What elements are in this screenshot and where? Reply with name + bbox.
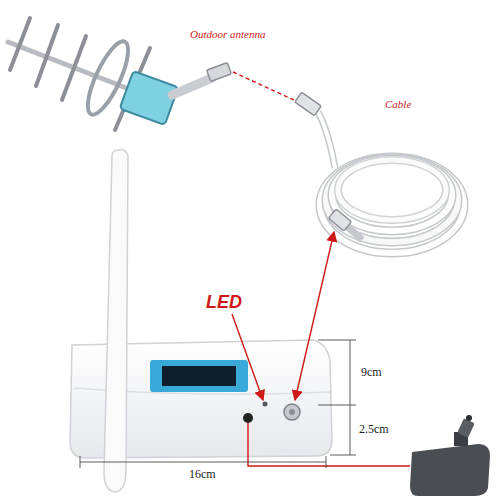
dimension: 2.5cm [358,423,390,436]
dimension: 9cm [360,366,383,379]
part-name: LED [206,293,242,313]
power-adapter [410,415,490,496]
dimension-lines [80,340,356,468]
cable-coil [295,92,464,253]
part-name: Cable [385,98,411,110]
whip-antenna [104,150,128,492]
leader-lines [232,72,410,466]
part-name: Outdoor antenna [190,28,265,40]
dimension: 16cm [188,468,217,481]
